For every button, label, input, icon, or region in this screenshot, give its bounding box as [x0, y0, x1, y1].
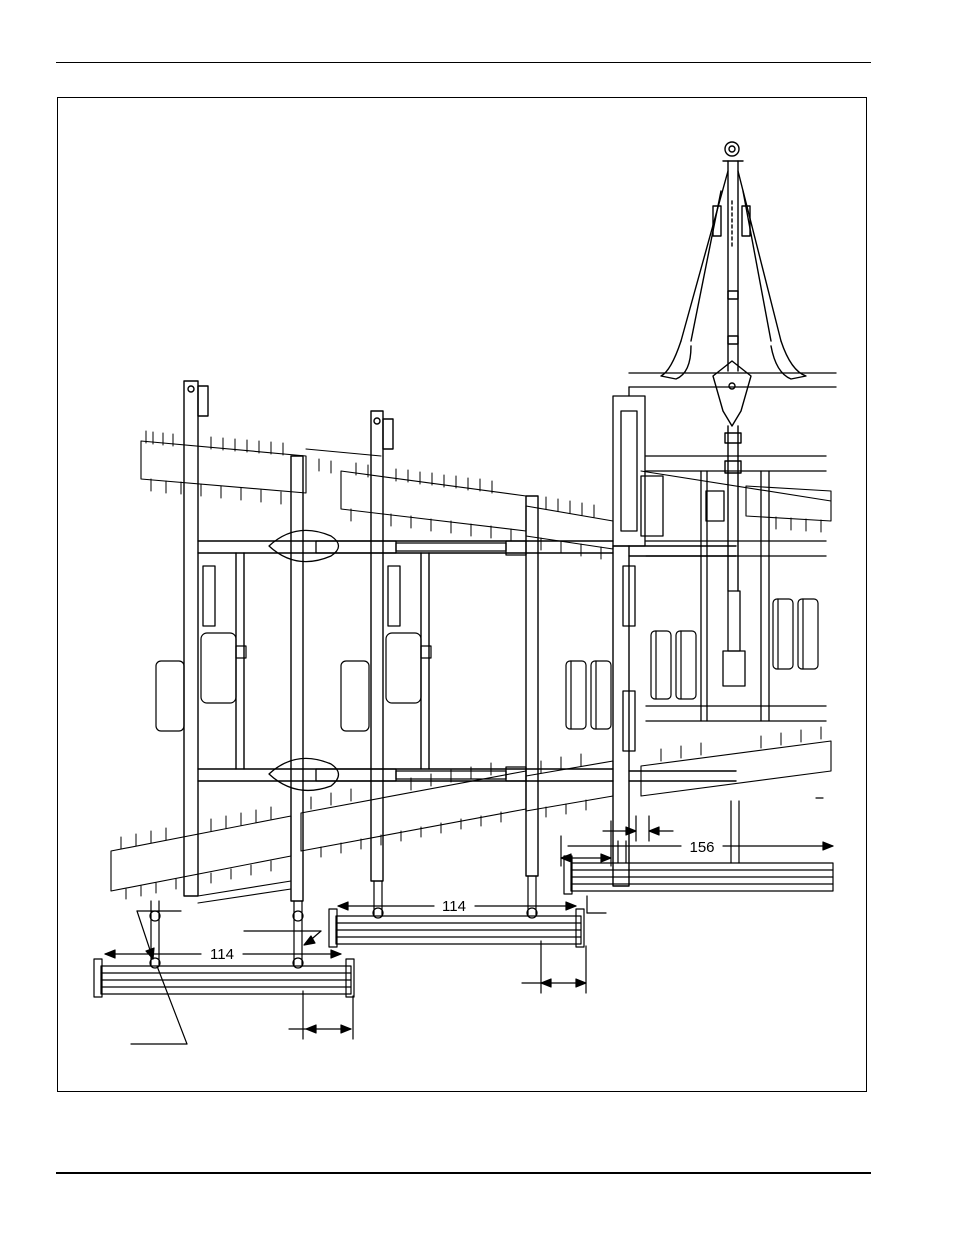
lower-harrow-sections	[111, 741, 831, 903]
left-wing-wheels	[156, 633, 431, 731]
dimension-label-left: 114	[210, 946, 234, 963]
implement-drawing: 114 114 156	[58, 98, 867, 1092]
dimension-lines	[105, 798, 833, 1044]
drawing-frame: 114 114 156	[57, 97, 867, 1092]
footer-rule	[56, 1172, 871, 1174]
dimension-label-right: 156	[689, 839, 714, 856]
right-gauge-wheels	[566, 599, 818, 729]
header-rule	[56, 62, 871, 63]
upper-tines	[146, 431, 821, 559]
lower-tines	[121, 727, 821, 899]
dimension-label-center: 114	[442, 898, 466, 915]
hitch-mast	[661, 142, 806, 591]
left-wing-frame	[184, 381, 736, 901]
